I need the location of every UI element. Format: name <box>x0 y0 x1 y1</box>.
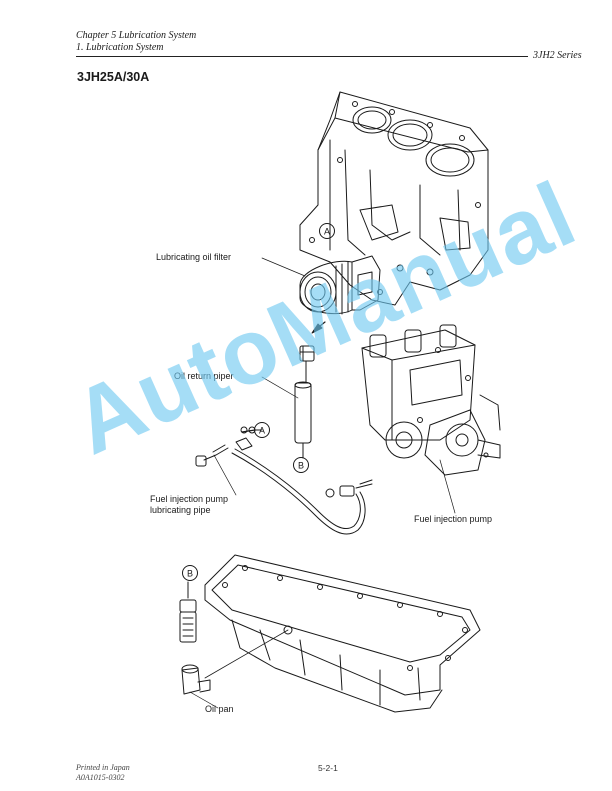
reference-mark-b-pan <box>182 565 198 581</box>
fuel-injection-pump-drawing <box>361 324 501 476</box>
footer-print-info: Printed in Japan A0A1015-0302 <box>76 763 130 783</box>
reference-mark-b-pipe <box>293 457 309 473</box>
footer-printed: Printed in Japan <box>76 763 130 772</box>
reference-mark-b-pan-label: B <box>187 569 193 579</box>
lubricating-pipe-drawing <box>195 426 373 535</box>
header-rule <box>76 56 528 57</box>
leader-oil-filter <box>261 257 306 277</box>
leader-fuel-injection-pump <box>439 459 456 514</box>
footer-code: A0A1015-0302 <box>76 773 125 782</box>
reference-mark-b-pipe-label: B <box>298 461 304 471</box>
leader-oil-return-pipe <box>261 376 299 399</box>
flow-arrowhead-filter <box>311 323 323 334</box>
reference-mark-a-pipe-label: A <box>259 426 265 436</box>
label-lubricating-oil-filter: Lubricating oil filter <box>156 252 232 262</box>
label-fuel-injection-pump: Fuel injection pump <box>414 514 493 524</box>
reference-mark-a-top <box>319 223 335 239</box>
page-number: 5-2-1 <box>318 763 338 773</box>
reference-mark-a-pipe <box>254 422 270 438</box>
leader-oil-pan <box>189 691 219 709</box>
label-lubricating-pipe-line1: Fuel injection pump <box>150 494 229 504</box>
running-header: Chapter 5 Lubrication System 1. Lubricat… <box>76 30 196 54</box>
section-title: 1. Lubrication System <box>76 42 164 53</box>
oil-filter-drawing <box>299 255 381 315</box>
label-fuel-injection-pump-lubricating-pipe: Fuel injection pump lubricating pipe <box>150 494 228 516</box>
oil-pan-leader <box>204 629 289 679</box>
series-label: 3JH2 Series <box>533 50 582 61</box>
model-title: 3JH25A/30A <box>77 70 150 84</box>
label-oil-pan: Oil pan <box>205 704 234 714</box>
oil-pan-fittings-drawing <box>179 581 211 695</box>
chapter-title: Chapter 5 Lubrication System <box>76 30 197 41</box>
engine-block <box>299 91 489 306</box>
label-oil-return-pipe: Oil return piper <box>174 371 234 381</box>
label-lubricating-pipe-line2: lubricating pipe <box>150 505 211 515</box>
oil-pan-drawing <box>204 554 481 713</box>
leader-lubricating-pipe <box>213 454 237 496</box>
flow-arrow-a <box>241 429 256 433</box>
reference-mark-a-top-label: A <box>324 227 330 237</box>
oil-return-pipe-drawing <box>294 345 315 459</box>
